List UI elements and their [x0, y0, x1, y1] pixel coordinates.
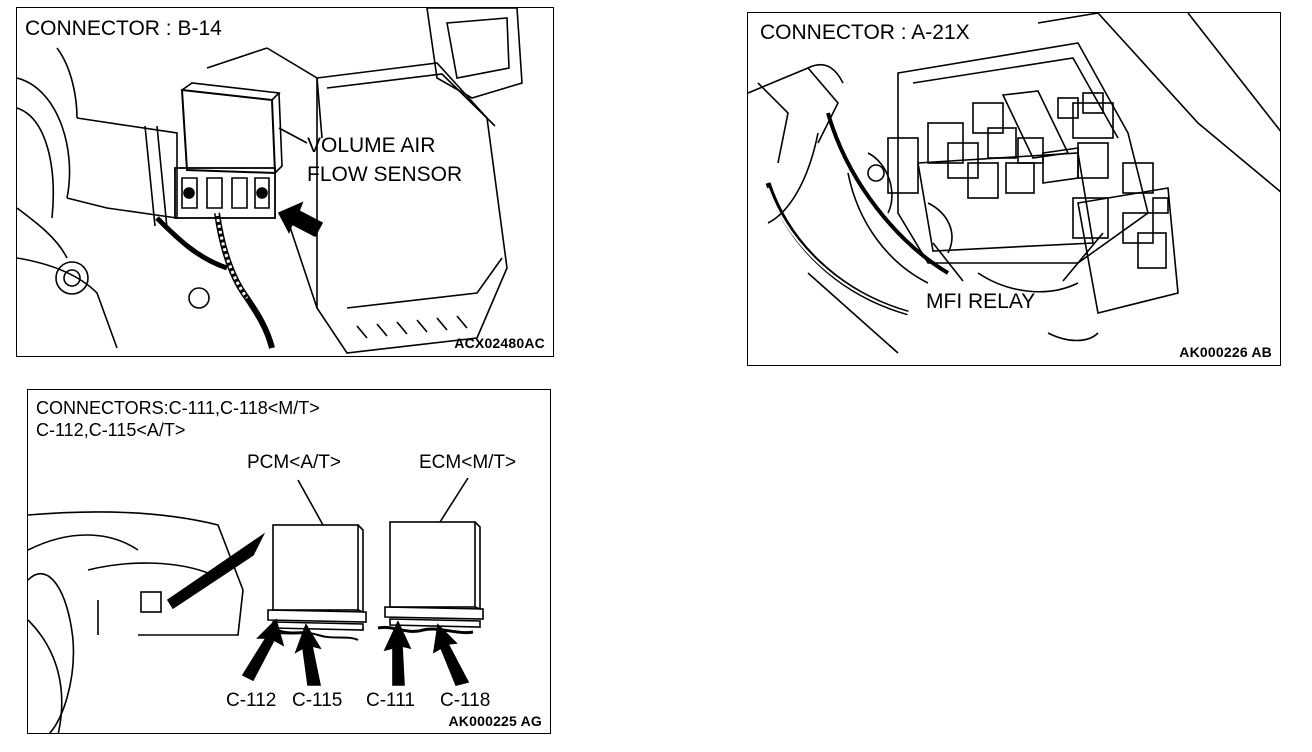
panel-title-line2: C-112,C-115<A/T>	[36, 420, 186, 440]
panel-connectors-c111-c118: CONNECTORS:C-111,C-118<M/T> C-112,C-115<…	[27, 389, 551, 734]
connector-c115-label: C-115	[292, 690, 343, 711]
panel-connector-a21x: CONNECTOR : A-21X MFI RELAY AK000226 AB	[747, 12, 1281, 366]
panel-title: CONNECTOR : B-14	[25, 17, 222, 40]
volume-air-flow-sensor-illustration	[17, 8, 523, 354]
mfi-relay-illustration	[748, 13, 1280, 354]
panel-title: CONNECTOR : A-21X	[760, 21, 970, 44]
ecu-connectors-illustration	[28, 477, 484, 733]
figure-id: AK000226 AB	[1179, 344, 1272, 360]
figure-id: AK000225 AG	[448, 713, 542, 729]
panel-title-line1: CONNECTORS:C-111,C-118<M/T>	[36, 398, 320, 418]
volume-air-flow-sensor-label-line2: FLOW SENSOR	[307, 163, 463, 186]
connector-c112-label: C-112	[226, 690, 277, 711]
figure-id: ACX02480AC	[454, 335, 545, 351]
connector-c118-label: C-118	[440, 690, 491, 711]
volume-air-flow-sensor-label: VOLUME AIR	[307, 134, 436, 157]
pcm-label: PCM<A/T>	[247, 452, 341, 473]
mfi-relay-label: MFI RELAY	[926, 290, 1036, 313]
ecm-label: ECM<M/T>	[419, 452, 517, 473]
connector-c111-label: C-111	[366, 690, 415, 711]
panel-connector-b14: CONNECTOR : B-14 VOLUME AIR FLOW SENSOR …	[16, 7, 554, 357]
